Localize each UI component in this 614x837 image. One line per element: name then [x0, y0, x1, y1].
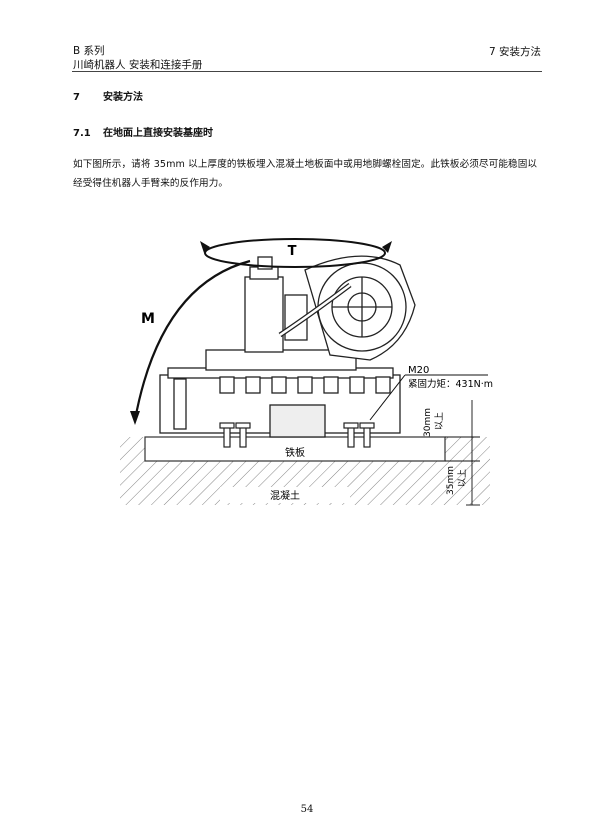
dimension-35mm: 35mm [446, 466, 456, 495]
iron-plate [144, 436, 446, 462]
page-number: 54 [300, 804, 314, 815]
section-heading: 7 安装方法 [73, 88, 143, 103]
torque-rotation-arrow [204, 238, 386, 268]
subsection-title: 在地面上直接安装基座时 [103, 128, 213, 139]
robot-motor [244, 256, 308, 353]
concrete-label: 混凝土 [270, 489, 300, 502]
installation-figure: 混凝土 铁板 [120, 238, 493, 506]
dimension-35mm-suffix: 以上 [457, 469, 468, 487]
callout-leader [369, 374, 406, 421]
iron-plate-label: 铁板 [285, 446, 305, 459]
moment-arc [133, 259, 251, 421]
dimension-30mm: 30mm [423, 408, 433, 437]
arrowhead-m [130, 411, 140, 425]
header-series: B 系列 [73, 45, 105, 57]
bolt-size: M20 [408, 365, 429, 376]
label-t: T [288, 244, 297, 259]
subsection-number: 7.1 [73, 128, 91, 139]
header-chapter: 7 安装方法 [488, 46, 541, 58]
section-number: 7 [73, 92, 80, 103]
running-header-left: B 系列 川崎机器人 安装和连接手册 [73, 44, 202, 72]
robot-arm-wheel [278, 255, 416, 361]
dimension-lines [445, 400, 480, 506]
anchor-bolts [219, 422, 375, 448]
subsection-heading: 7.1 在地面上直接安装基座时 [73, 124, 213, 139]
dimension-30mm-suffix: 以上 [434, 412, 445, 430]
section-title: 安装方法 [103, 92, 143, 103]
base-ribs [219, 376, 391, 394]
header-rule [72, 71, 542, 72]
header-manual-title: 川崎机器人 安装和连接手册 [73, 59, 203, 71]
arrowhead-t-left [200, 241, 210, 253]
robot-base [159, 349, 401, 438]
label-m: M [141, 311, 155, 327]
torque-spec: 紧固力矩：431N·m [408, 378, 493, 390]
arrowhead-t-right [382, 241, 392, 253]
body-paragraph: 如下图所示，请将 35mm 以上厚度的铁板埋入混凝土地板面中或用地脚螺栓固定。此… [73, 159, 538, 189]
